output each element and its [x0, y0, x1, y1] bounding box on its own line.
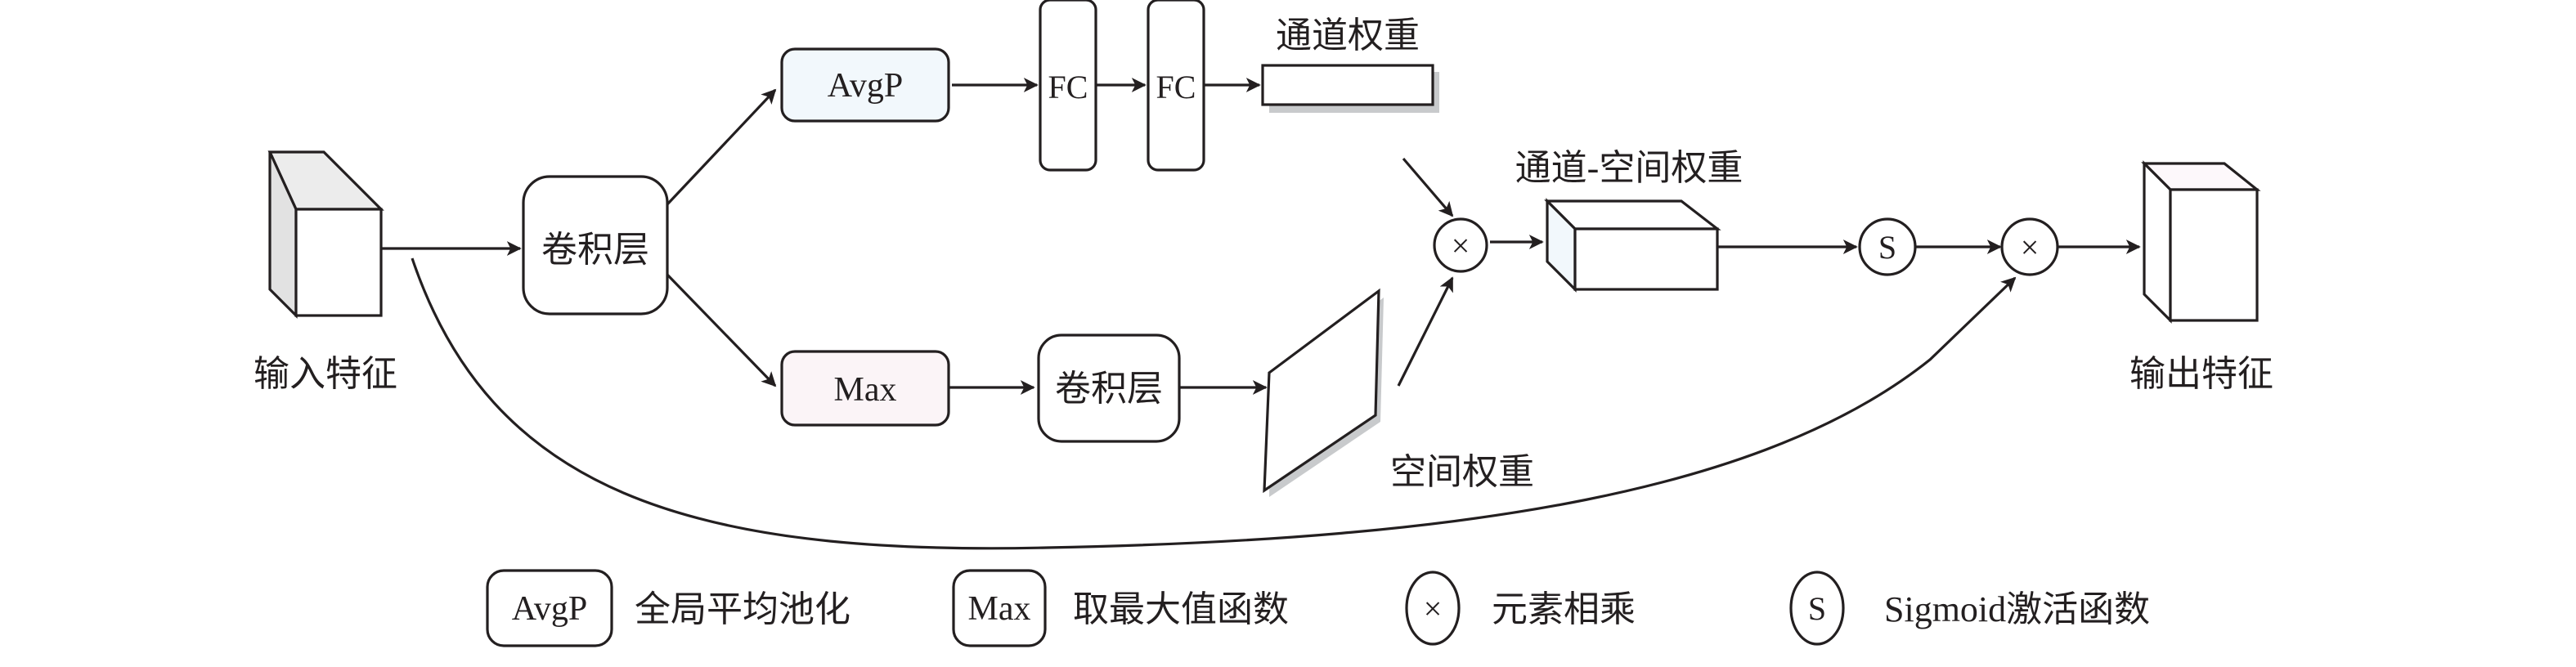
channel-spatial-weight-cube — [1544, 198, 1721, 293]
channel-weight-label: 通道权重 — [1276, 16, 1420, 56]
channel-weight-bar — [1261, 64, 1439, 113]
max-box: Max — [780, 350, 950, 427]
legend-avgp-symbol: AvgP — [512, 590, 588, 628]
legend-max-symbol: Max — [968, 590, 1031, 628]
multiply-node-2: × — [2000, 217, 2059, 276]
legend-multiply-icon: × — [1424, 590, 1443, 627]
max-label: Max — [834, 371, 897, 409]
legend-item-avgp: AvgP 全局平均池化 — [486, 569, 850, 647]
legend-avgp-label: 全局平均池化 — [635, 589, 850, 629]
input-feature-label: 输入特征 — [254, 354, 397, 394]
conv-layer-1-box: 卷积层 — [522, 175, 669, 316]
avgp-box: AvgP — [780, 47, 950, 123]
input-feature-cube — [267, 150, 384, 319]
conv-layer-2-box: 卷积层 — [1037, 334, 1181, 443]
channel-spatial-weight-label: 通道-空间权重 — [1515, 148, 1744, 188]
fc2-box: FC — [1147, 0, 1205, 172]
legend-item-max: Max 取最大值函数 — [952, 569, 1289, 647]
conv-layer-1-label: 卷积层 — [541, 230, 649, 270]
legend-sigmoid-icon: S — [1808, 590, 1826, 627]
avgp-label: AvgP — [828, 67, 904, 105]
legend-max-label: 取最大值函数 — [1073, 589, 1289, 629]
arrow-channel-weight-to-multiply — [1402, 157, 1454, 217]
sigmoid-icon: S — [1878, 229, 1896, 266]
skip-connection-arrow — [411, 257, 2017, 550]
sigmoid-node: S — [1858, 217, 1917, 276]
arrow-conv1-to-avgp — [666, 88, 777, 206]
legend-multiply-label: 元素相乘 — [1492, 589, 1636, 629]
legend-item-sigmoid: S Sigmoid激活函数 — [1789, 571, 2150, 646]
arrow-spatial-weight-to-multiply — [1397, 276, 1454, 387]
spatial-weight-label: 空间权重 — [1390, 452, 1534, 492]
fc1-label: FC — [1048, 69, 1088, 105]
legend: AvgP 全局平均池化 Max 取最大值函数 × 元素相乘 S Sigmoid激… — [486, 569, 2150, 647]
arrow-conv1-to-max — [666, 273, 777, 387]
output-feature-cube — [2141, 160, 2261, 324]
conv-layer-2-label: 卷积层 — [1055, 369, 1163, 409]
legend-item-multiply: × 元素相乘 — [1405, 571, 1636, 646]
output-feature-label: 输出特征 — [2129, 354, 2273, 394]
legend-sigmoid-label: Sigmoid激活函数 — [1884, 589, 2150, 629]
multiply-node-1: × — [1433, 217, 1488, 273]
fc1-box: FC — [1039, 0, 1097, 172]
multiply-icon: × — [2021, 229, 2040, 266]
fc2-label: FC — [1156, 69, 1196, 105]
multiply-icon: × — [1452, 227, 1470, 264]
spatial-weight-map — [1263, 288, 1384, 497]
